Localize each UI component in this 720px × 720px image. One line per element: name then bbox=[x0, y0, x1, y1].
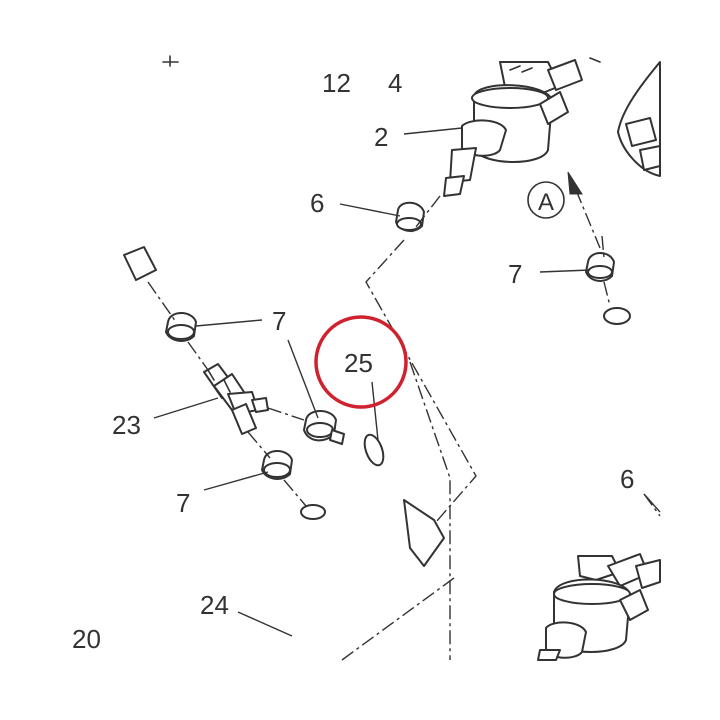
clamp-7-right[interactable] bbox=[585, 252, 615, 282]
valve-upper[interactable] bbox=[443, 59, 583, 197]
callout-6-upper[interactable]: 6 bbox=[310, 188, 324, 218]
center-lines bbox=[147, 195, 661, 661]
clamp-center[interactable] bbox=[303, 410, 345, 445]
callout-7-lower[interactable]: 7 bbox=[176, 488, 190, 518]
callout-24[interactable]: 24 bbox=[200, 590, 229, 620]
hose-left-long[interactable] bbox=[56, 55, 157, 281]
valve-fragment-top-right bbox=[589, 57, 661, 177]
callout-labels: 12 4 2 6 7 7 25 23 7 6 24 20 bbox=[72, 68, 634, 654]
callout-6-right[interactable]: 6 bbox=[620, 464, 634, 494]
hose-25[interactable] bbox=[360, 432, 445, 592]
callout-4[interactable]: 4 bbox=[388, 68, 402, 98]
valve-lower bbox=[537, 553, 661, 661]
clamp-6-upper[interactable] bbox=[395, 201, 425, 232]
t-connector-23[interactable] bbox=[203, 363, 269, 435]
leader-lines bbox=[153, 127, 661, 637]
view-a-letter: A bbox=[538, 189, 554, 216]
callout-23[interactable]: 23 bbox=[112, 410, 141, 440]
callout-25[interactable]: 25 bbox=[344, 348, 373, 378]
callout-7-upper[interactable]: 7 bbox=[272, 306, 286, 336]
hose-right[interactable] bbox=[603, 306, 672, 404]
clamp-7-lower[interactable] bbox=[261, 450, 293, 480]
callout-7-right[interactable]: 7 bbox=[508, 259, 522, 289]
view-a-arrow bbox=[567, 171, 601, 249]
callout-12[interactable]: 12 bbox=[322, 68, 351, 98]
callout-2[interactable]: 2 bbox=[374, 122, 388, 152]
callout-20[interactable]: 20 bbox=[72, 624, 101, 654]
view-a-label[interactable]: A bbox=[527, 181, 565, 219]
hose-24[interactable] bbox=[277, 501, 344, 673]
clamp-7-upper[interactable] bbox=[165, 312, 197, 342]
highlight-circle[interactable] bbox=[314, 315, 408, 409]
top-tick-marker bbox=[162, 55, 179, 67]
